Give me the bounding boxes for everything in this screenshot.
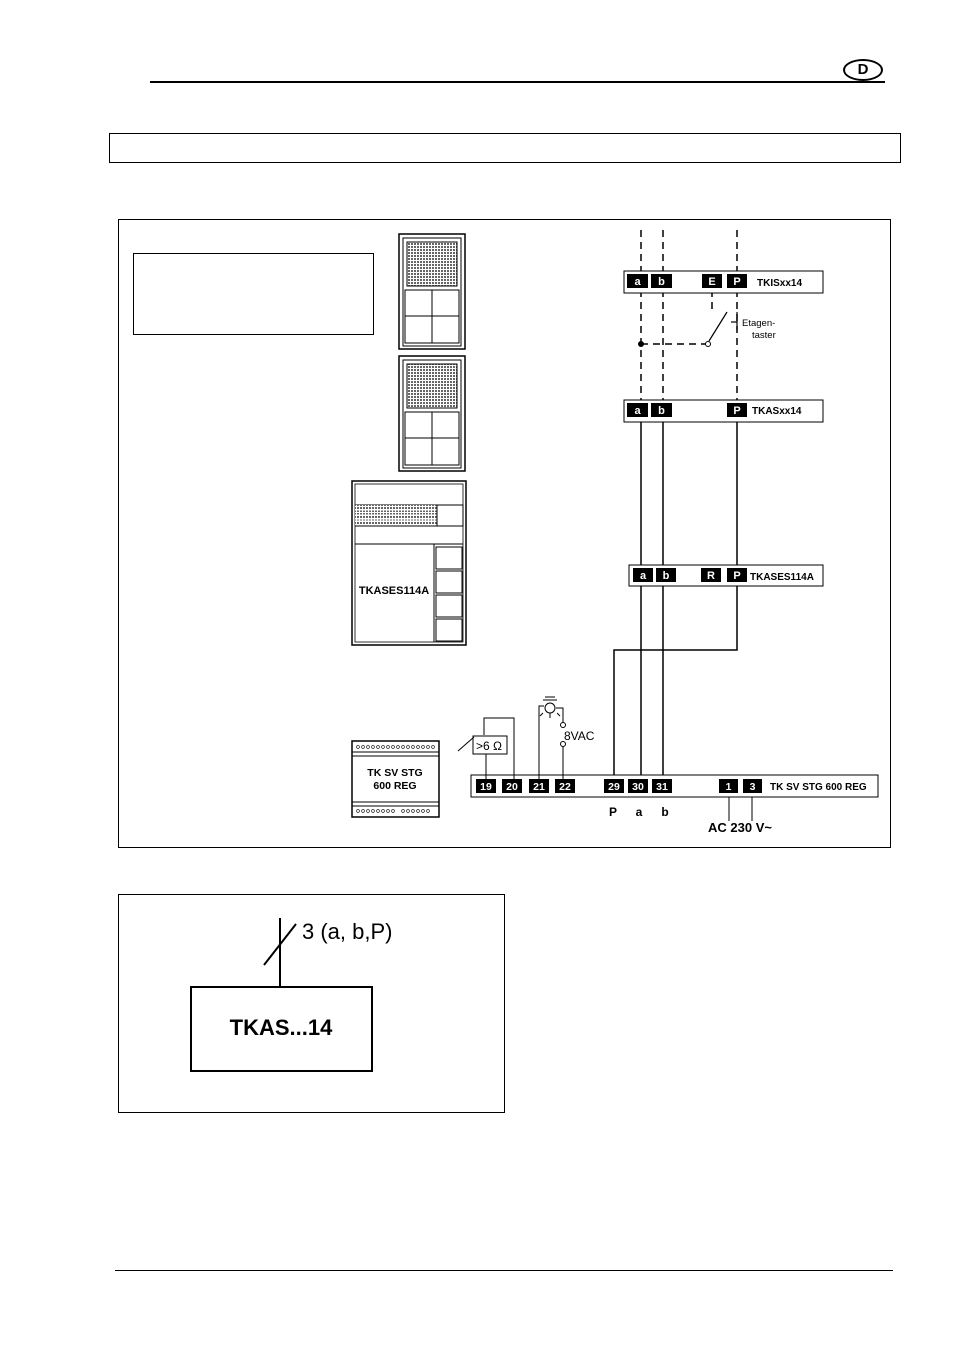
switch-contact: [705, 341, 711, 347]
outdoor-station-2-label: TKASES114A: [750, 572, 814, 583]
symbol-device-label: TKAS...14: [230, 1015, 333, 1040]
bus-label-b: b: [661, 805, 668, 819]
terminal-19: 19: [480, 781, 492, 793]
header-rule: [150, 81, 885, 83]
terminal-E: E: [708, 276, 715, 288]
terminal-P: P: [733, 405, 740, 417]
supply-unit-module: TK SV STG 600 REG: [351, 740, 440, 818]
symbol-frame: [118, 894, 505, 1113]
note-box: [133, 253, 374, 335]
terminal-strip-outdoor-2: a b R P TKASES114A: [628, 564, 824, 587]
lamp-circuit: [538, 696, 566, 779]
wiring-diagram-frame: [118, 219, 891, 848]
footer-rule: [115, 1270, 893, 1271]
supply-rail-label: TK SV STG 600 REG: [770, 782, 867, 793]
terminal-P: P: [733, 570, 740, 582]
resistor-label: >6 Ω: [476, 739, 502, 753]
bus-label-a: a: [636, 805, 643, 819]
terminal-R: R: [707, 570, 715, 582]
bus-continuation-dashed: [640, 230, 738, 404]
terminal-30: 30: [632, 781, 644, 793]
mains-leads: [728, 797, 753, 821]
outdoor-station-label: TKASxx14: [752, 406, 802, 417]
terminal-20: 20: [506, 781, 518, 793]
section-title-box: [109, 133, 901, 163]
tkases-module-label: TKASES114A: [359, 585, 429, 597]
floor-pushbutton: Etagen- taster: [708, 311, 776, 342]
terminal-b: b: [663, 570, 670, 582]
supply-unit-label-line1: TK SV STG: [367, 767, 422, 779]
terminal-22: 22: [559, 781, 571, 793]
bus-label-P: P: [609, 805, 617, 819]
terminal-strip-supply: 19 20 21 22 29 30 31 1 3 TK SV STG 600 R…: [470, 774, 879, 798]
terminal-31: 31: [656, 781, 668, 793]
bus-wiring: [613, 422, 738, 776]
terminal-1: 1: [726, 781, 732, 793]
terminal-strip-outdoor: a b P TKASxx14: [623, 399, 824, 423]
switch-label-line1: Etagen-: [742, 318, 775, 329]
indoor-station-label: TKISxx14: [757, 278, 802, 289]
terminal-b: b: [658, 276, 665, 288]
terminal-a: a: [640, 570, 647, 582]
lamp-voltage-label: 8VAC: [564, 729, 595, 743]
terminal-3: 3: [750, 781, 756, 793]
language-badge: D: [843, 59, 883, 81]
terminal-29: 29: [608, 781, 620, 793]
mains-label: AC 230 V~: [708, 820, 772, 835]
tkases-module: TKASES114A: [351, 480, 467, 646]
door-station-module-top: [398, 233, 466, 350]
supply-unit-label-line2: 600 REG: [373, 780, 416, 792]
terminal-a: a: [634, 405, 641, 417]
terminal-b: b: [658, 405, 665, 417]
symbol-wires-label: 3 (a, b,P): [302, 919, 392, 944]
switch-label-line2: taster: [752, 330, 776, 341]
junction-dot: [638, 341, 644, 347]
resistor-loop: [457, 717, 515, 779]
terminal-strip-indoor: a b E P TKISxx14: [623, 270, 824, 294]
terminal-a: a: [634, 276, 641, 288]
terminal-21: 21: [533, 781, 545, 793]
door-station-module-middle: [398, 355, 466, 472]
terminal-P: P: [733, 276, 740, 288]
device-symbol: 3 (a, b,P) TKAS...14: [190, 918, 392, 1072]
